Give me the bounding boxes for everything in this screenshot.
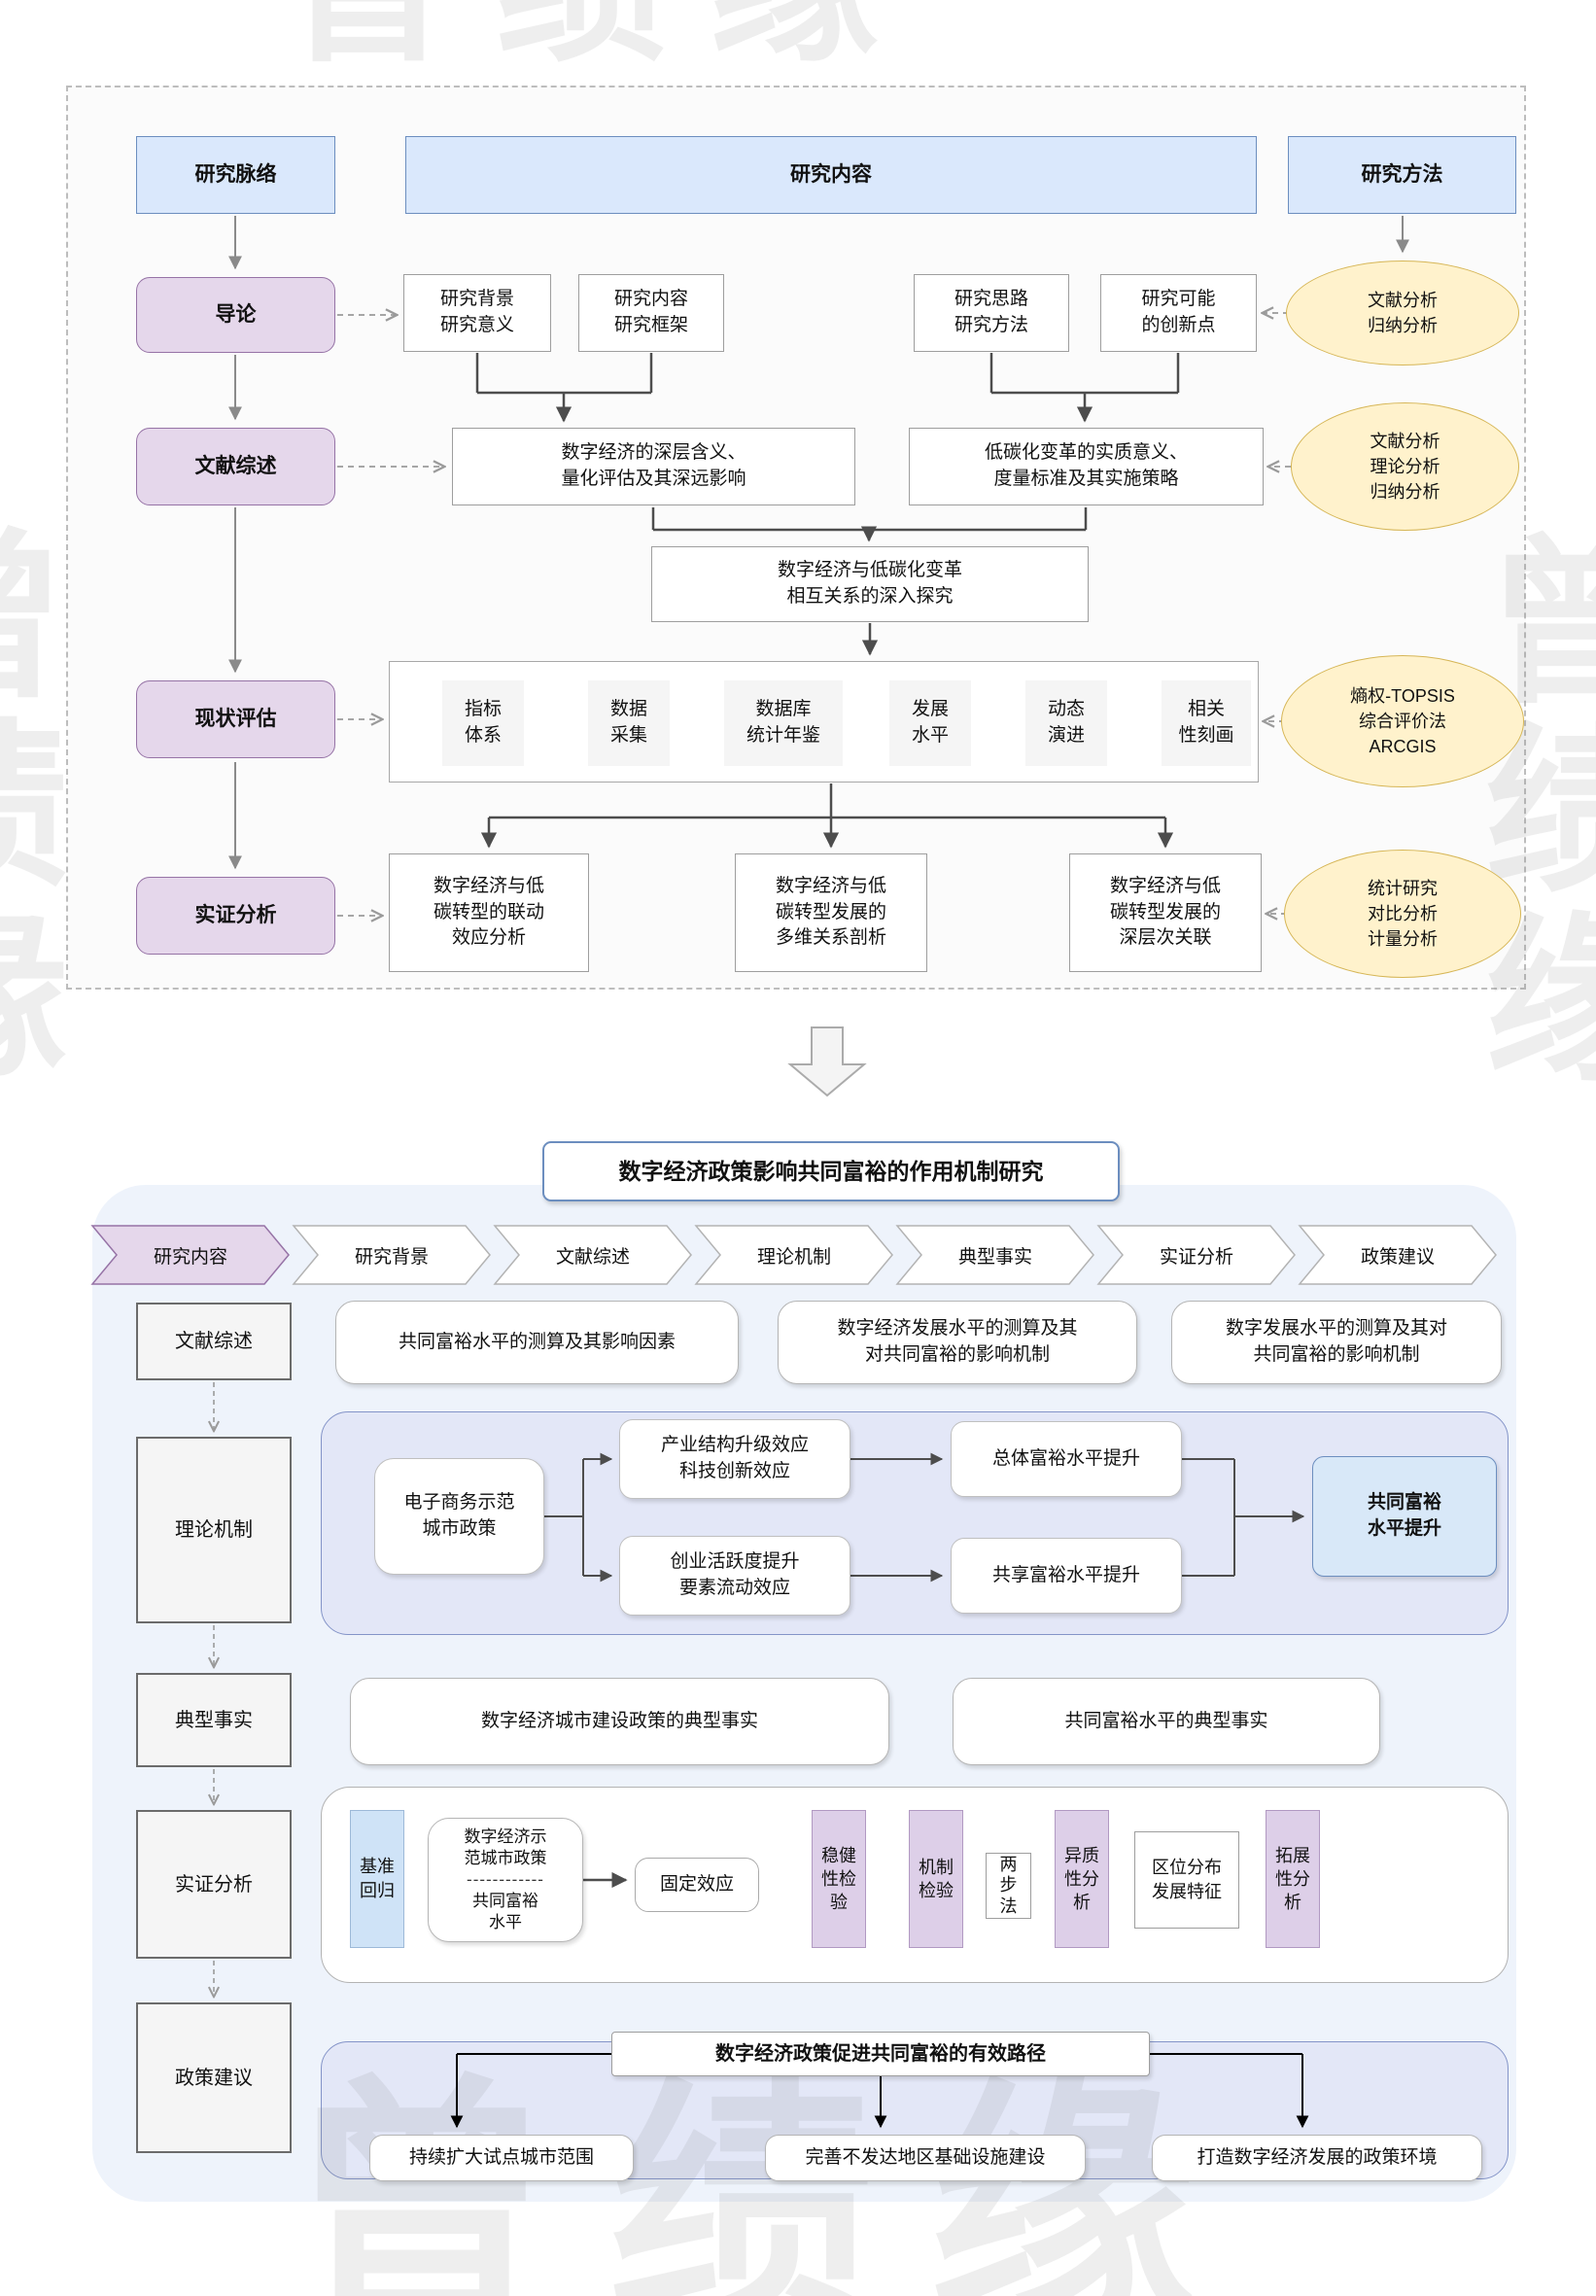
- empirical-two-step-method: 两 步 法: [986, 1853, 1031, 1919]
- header-research-context: 研究脉络: [136, 136, 335, 214]
- empirical-box-deep-association: 数字经济与低 碳转型发展的 深层次关联: [1069, 853, 1262, 972]
- empirical-heterogeneity-analysis: 异质 性分 析: [1055, 1810, 1109, 1948]
- top-merge-connectors: [475, 353, 1180, 849]
- chevron-policy-suggestions: 政策建议: [1360, 1246, 1435, 1268]
- model-policy-text: 数字经济示 范城市政策: [464, 1826, 547, 1867]
- row-label-policy: 政策建议: [136, 2002, 292, 2153]
- model-separator: ------------: [467, 1869, 544, 1889]
- chevron-theory-mechanism: 理论机制: [756, 1246, 831, 1268]
- policy-header-effective-path: 数字经济政策促进共同富裕的有效路径: [611, 2032, 1150, 2076]
- top-main-flow-arrows: [228, 216, 1409, 870]
- empirical-robustness-test: 稳健 性检 验: [812, 1810, 866, 1948]
- chevron-research-content: 研究内容: [153, 1246, 227, 1268]
- row-label-empirical: 实证分析: [136, 1810, 292, 1959]
- bottom-title: 数字经济政策影响共同富裕的作用机制研究: [542, 1141, 1120, 1201]
- intro-box-content-framework: 研究内容 研究框架: [578, 274, 724, 352]
- lit-row-box-digital-economy-level: 数字经济发展水平的测算及其 对共同富裕的影响机制: [778, 1301, 1137, 1384]
- theory-connectors: [544, 1452, 1305, 1583]
- row-label-literature: 文献综述: [136, 1303, 292, 1380]
- chevron-research-background: 研究背景: [354, 1246, 429, 1268]
- lit-row-box-digital-level-impact: 数字发展水平的测算及其对 共同富裕的影响机制: [1171, 1301, 1502, 1384]
- status-step-correlation: 相关 性刻画: [1162, 680, 1251, 766]
- empirical-box-linkage-effect: 数字经济与低 碳转型的联动 效应分析: [389, 853, 589, 972]
- label-status-assessment: 现状评估: [136, 680, 335, 758]
- theory-source-policy: 电子商务示范 城市政策: [374, 1458, 544, 1575]
- chevron-empirical-analysis: 实证分析: [1159, 1246, 1233, 1268]
- lit-row-box-common-prosperity: 共同富裕水平的测算及其影响因素: [335, 1301, 739, 1384]
- section-divider-arrow: [787, 1026, 867, 1097]
- empirical-fixed-effects: 固定效应: [635, 1858, 759, 1912]
- facts-box-digital-city-policy: 数字经济城市建设政策的典型事实: [350, 1678, 889, 1765]
- theory-outcome-overall-prosperity: 总体富裕水平提升: [951, 1421, 1182, 1497]
- intro-box-innovations: 研究可能 的创新点: [1100, 274, 1257, 352]
- label-empirical-analysis: 实证分析: [136, 877, 335, 955]
- empirical-region-distribution: 区位分布 发展特征: [1134, 1831, 1239, 1929]
- top-section-frame: [66, 86, 1526, 990]
- lit-box-digital-economy: 数字经济的深层含义、 量化评估及其深远影响: [452, 428, 855, 505]
- theory-final-common-prosperity: 共同富裕 水平提升: [1312, 1456, 1497, 1577]
- label-literature-review: 文献综述: [136, 428, 335, 505]
- method-ellipse-row1: 文献分析 归纳分析: [1286, 261, 1519, 365]
- theory-outcome-shared-prosperity: 共享富裕水平提升: [951, 1538, 1182, 1614]
- merge-box-relationship: 数字经济与低碳化变革 相互关系的深入探究: [651, 546, 1089, 622]
- policy-box-policy-environment: 打造数字经济发展的政策环境: [1152, 2135, 1482, 2181]
- method-ellipse-row2: 文献分析 理论分析 归纳分析: [1291, 402, 1519, 531]
- theory-effect-entrepreneurship-factor: 创业活跃度提升 要素流动效应: [619, 1536, 850, 1616]
- empirical-baseline-regression: 基准 回归: [350, 1810, 404, 1948]
- status-step-data-collection: 数据 采集: [588, 680, 670, 766]
- status-step-indicator-system: 指标 体系: [442, 680, 524, 766]
- policy-box-infrastructure: 完善不发达地区基础设施建设: [765, 2135, 1086, 2181]
- empirical-model-box: 数字经济示 范城市政策 ------------ 共同富裕 水平: [428, 1818, 583, 1942]
- theory-effect-industry-tech: 产业结构升级效应 科技创新效应: [619, 1419, 850, 1499]
- policy-connectors: [450, 2053, 1309, 2129]
- status-step-dynamic-evolution: 动态 演进: [1025, 680, 1107, 766]
- empirical-mechanism-test: 机制 检验: [909, 1810, 963, 1948]
- chevron-stylized-facts: 典型事实: [957, 1246, 1032, 1268]
- header-research-method: 研究方法: [1288, 136, 1516, 214]
- facts-box-common-prosperity-level: 共同富裕水平的典型事实: [953, 1678, 1380, 1765]
- status-step-development-level: 发展 水平: [889, 680, 971, 766]
- chevron-literature-review: 文献综述: [555, 1246, 630, 1268]
- policy-box-expand-pilot-cities: 持续扩大试点城市范围: [369, 2135, 634, 2181]
- empirical-box-multidimensional: 数字经济与低 碳转型发展的 多维关系剖析: [735, 853, 927, 972]
- intro-box-background-significance: 研究背景 研究意义: [403, 274, 551, 352]
- model-prosperity-text: 共同富裕 水平: [472, 1892, 538, 1932]
- row-label-facts: 典型事实: [136, 1673, 292, 1767]
- intro-box-ideas-methods: 研究思路 研究方法: [914, 274, 1069, 352]
- method-ellipse-row3: 熵权-TOPSIS 综合评价法 ARCGIS: [1281, 655, 1524, 787]
- row-label-theory: 理论机制: [136, 1437, 292, 1623]
- chevron-band: [90, 1225, 1497, 1285]
- method-ellipse-row4: 统计研究 对比分析 计量分析: [1284, 850, 1521, 978]
- header-research-content: 研究内容: [405, 136, 1257, 214]
- lit-box-low-carbon: 低碳化变革的实质意义、 度量标准及其实施策略: [909, 428, 1264, 505]
- empirical-extension-analysis: 拓展 性分 析: [1266, 1810, 1320, 1948]
- label-introduction: 导论: [136, 277, 335, 353]
- status-step-database-yearbook: 数据库 统计年鉴: [724, 680, 843, 766]
